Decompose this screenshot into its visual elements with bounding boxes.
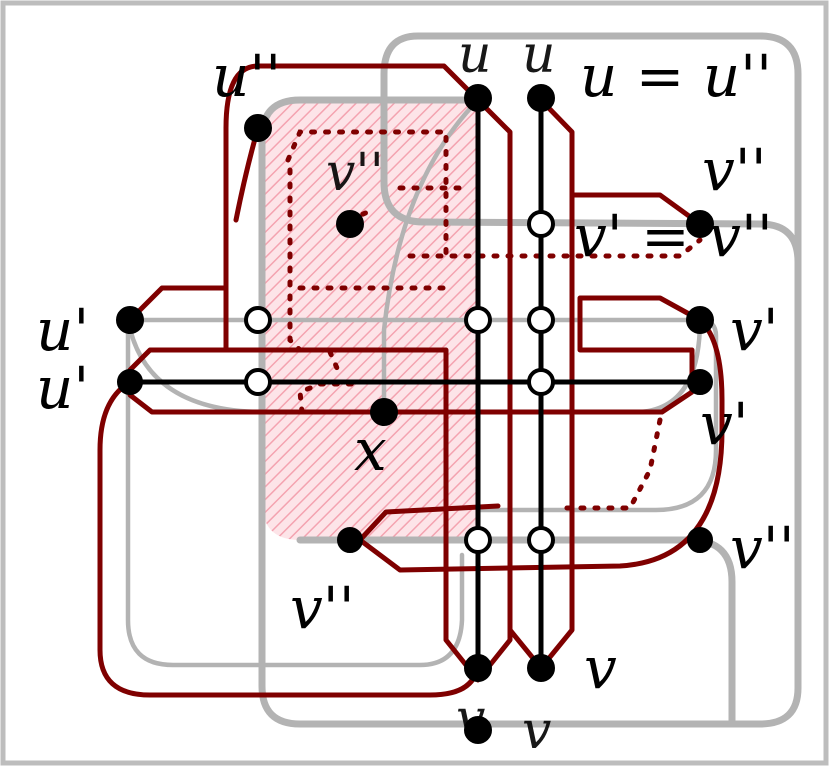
label-u-top-a: u (458, 25, 492, 85)
vertex-v-c (464, 716, 492, 744)
label-v-double-prime-bl: v'' (290, 574, 355, 642)
vertex-v-double-prime-br (687, 527, 713, 553)
vertex-open-5 (244, 368, 272, 396)
label-v-double-prime-br: v'' (730, 514, 795, 582)
vertex-open-2 (244, 306, 272, 334)
vertex-v-a (464, 654, 492, 682)
label-u-prime-a: u' (36, 296, 89, 364)
vertex-u-double-prime (244, 114, 272, 142)
vertex-v-double-prime-bl (337, 527, 363, 553)
vertex-open-8 (527, 526, 555, 554)
vertex-u-b (527, 84, 555, 112)
vertex-v-prime-b (687, 369, 713, 395)
labels: u'' u u u = u'' v'' v'' v' = v'' u' u' v… (36, 25, 795, 761)
vertex-v-prime-a (686, 306, 714, 334)
vertex-v-b (527, 654, 555, 682)
label-u-top-b: u (522, 25, 556, 85)
label-v-prime-eq-v-double-prime: v' = v'' (574, 202, 773, 270)
label-u-prime-b: u' (36, 354, 89, 422)
label-v-double-prime-inner: v'' (326, 143, 384, 203)
vertex-open-3 (464, 306, 492, 334)
label-v-bottom-a: v (584, 634, 617, 702)
vertex-open-1 (527, 210, 555, 238)
vertex-u-prime-b (117, 369, 143, 395)
label-v-double-prime-tr: v'' (702, 136, 767, 204)
vertex-open-4 (527, 306, 555, 334)
label-v-prime-b: v' (700, 390, 749, 458)
vertex-inner-left (336, 210, 364, 238)
vertex-open-7 (464, 526, 492, 554)
vertices (116, 84, 714, 744)
vertex-v-double-prime-tr (686, 210, 714, 238)
vertex-open-6 (527, 368, 555, 396)
label-v-bottom-b: v (456, 689, 485, 749)
label-x: x (354, 416, 387, 484)
red-curves (97, 63, 725, 698)
label-v-prime-a: v' (730, 296, 779, 364)
vertex-x (370, 398, 398, 426)
label-u-double-prime: u'' (212, 42, 281, 110)
vertex-u-prime-a (116, 306, 144, 334)
label-u-eq-u-double-prime: u = u'' (580, 42, 772, 110)
label-v-bottom-c: v (522, 701, 551, 761)
vertex-u-a (464, 84, 492, 112)
